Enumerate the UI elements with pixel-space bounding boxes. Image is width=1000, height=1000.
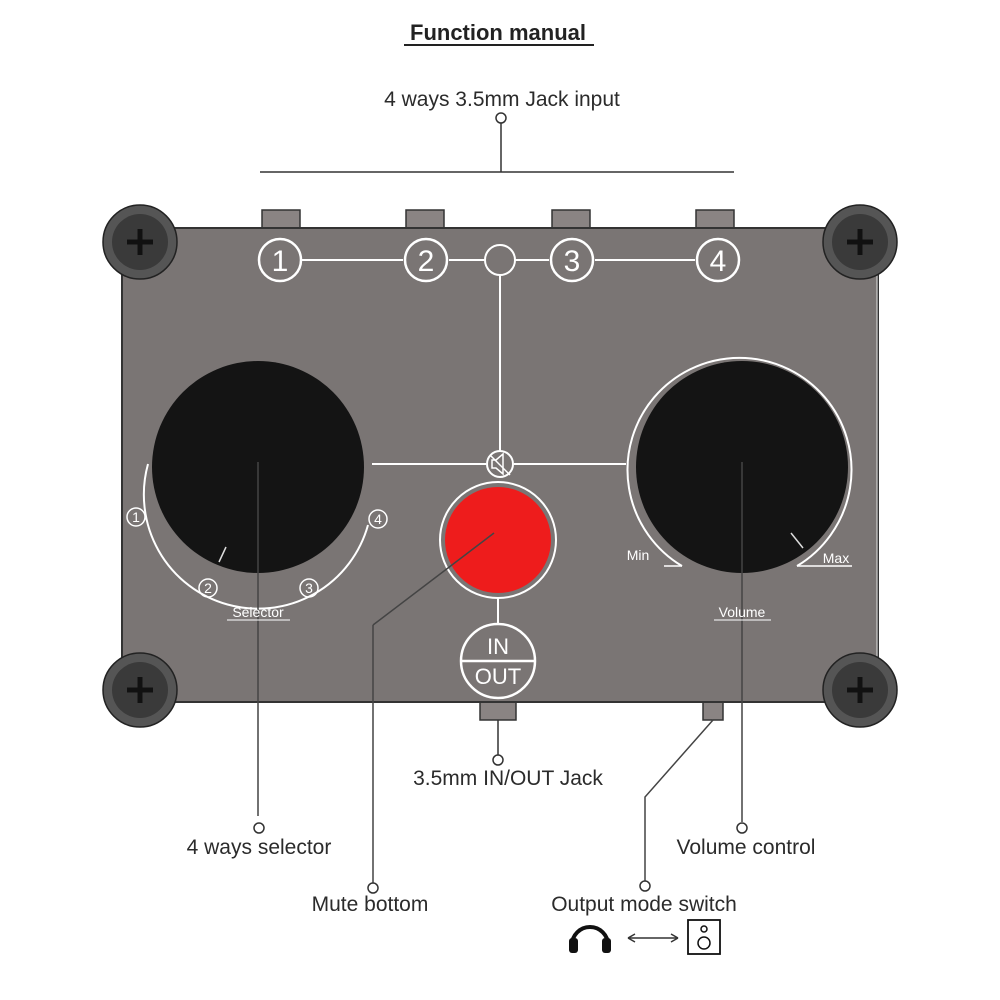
volume-panel-label: Volume [719,604,766,620]
selector-position-1 [126,507,146,527]
screw-bottom-left [102,652,178,728]
selector-pointer-dot [253,822,265,834]
port-label-3: 3 [564,245,581,278]
selector-position-4 [368,509,388,529]
mute-button[interactable] [445,487,551,593]
io-in-label: IN [487,634,509,659]
output-mode-pointer-dot [639,880,651,892]
selector-callout: 4 ways selector [187,836,332,859]
output-mode-switch[interactable] [702,701,724,721]
port-indicators: 1 2 3 4 [257,237,741,283]
output-mode-leader [644,719,714,881]
port-indicator-1 [257,237,303,283]
selector-arc [142,463,369,610]
selector-positions: 1 2 3 4 [126,507,388,598]
selector-position-3 [299,578,319,598]
headphone-icon [569,925,611,953]
jack-input-pointer-dot [495,112,507,124]
mute-leader-diagonal [372,532,495,626]
inout-indicator: IN OUT [459,622,537,700]
selector-position-2 [198,578,218,598]
inout-jack-callout: 3.5mm IN/OUT Jack [413,767,603,790]
port-indicator-4 [695,237,741,283]
volume-callout: Volume control [677,836,816,859]
volume-min-label: Min [627,547,650,563]
output-mode-callout: Output mode switch [551,893,737,916]
screw-top-right [822,204,898,280]
inout-pointer-dot [492,754,504,766]
mute-indicator [486,450,514,478]
selector-position-label-2: 2 [204,580,212,596]
screw-top-left [102,204,178,280]
selector-panel-label: Selector [232,604,284,620]
port-indicator-3 [549,237,595,283]
volume-max-label: Max [823,550,849,566]
io-out-label: OUT [475,664,521,689]
volume-pointer [790,532,804,549]
volume-pointer-dot [736,822,748,834]
selector-pointer [218,546,227,563]
speaker-mute-icon [489,452,511,476]
screw-bottom-right [822,652,898,728]
page-title: Function manual [410,20,586,45]
input-jacks [261,209,735,231]
selector-position-label-4: 4 [374,511,382,527]
selector-position-label-1: 1 [132,509,140,525]
mute-callout: Mute bottom [312,893,429,916]
speaker-icon [687,919,721,955]
port-indicator-2 [403,237,449,283]
mute-pointer-dot [367,882,379,894]
port-label-4: 4 [710,245,727,278]
inout-jack[interactable] [479,701,517,721]
double-arrow-icon [627,933,679,943]
volume-arc [626,356,853,567]
port-label-2: 2 [418,245,435,278]
selector-position-label-3: 3 [305,580,313,596]
jack-input-callout: 4 ways 3.5mm Jack input [384,88,620,111]
port-label-1: 1 [272,245,289,278]
